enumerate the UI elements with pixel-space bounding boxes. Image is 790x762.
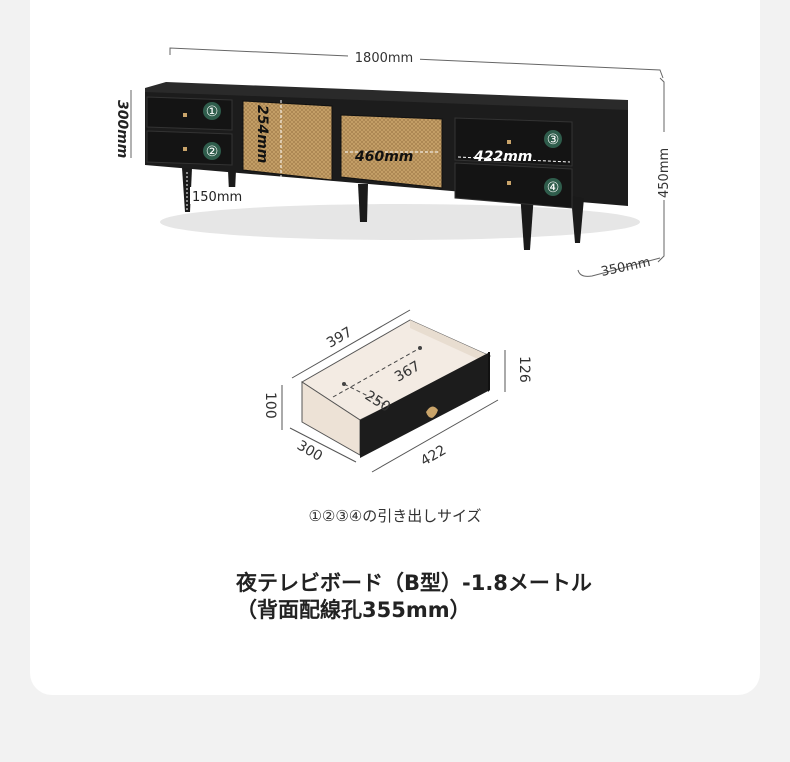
- width-label: 1800mm: [355, 51, 413, 66]
- drawer-height-label: 300mm: [114, 100, 130, 158]
- door-width-label: 460mm: [354, 149, 413, 165]
- svg-text:③: ③: [547, 132, 560, 148]
- product-title: 夜テレビボード（B型）-1.8メートル（背面配線孔355mm）: [236, 571, 592, 622]
- drawer-marker-3: ③: [544, 130, 562, 148]
- drawer-front-height: 126: [516, 356, 532, 383]
- drawer-depth: 300: [294, 438, 325, 465]
- tv-cabinet: [145, 82, 640, 250]
- drawer-size-caption: ①②③④の引き出しサイズ: [308, 507, 482, 525]
- drawer-outer-length: 397: [324, 324, 355, 351]
- drawer-height: 100: [262, 392, 278, 419]
- drawer-front-width: 422: [418, 442, 449, 469]
- drawer-diagram: [281, 309, 506, 473]
- drawer-marker-1: ①: [203, 102, 221, 120]
- drawer-marker-2: ②: [203, 142, 221, 160]
- height-label: 450mm: [657, 148, 672, 198]
- drawer-marker-4: ④: [544, 178, 562, 196]
- leg-height-label: 150mm: [192, 190, 242, 205]
- svg-text:④: ④: [547, 180, 560, 196]
- depth-label: 350mm: [600, 255, 652, 280]
- inner-height-label: 254mm: [254, 105, 270, 163]
- drawer-width-label: 422mm: [473, 149, 532, 165]
- svg-text:①: ①: [206, 104, 219, 120]
- svg-text:②: ②: [206, 144, 219, 160]
